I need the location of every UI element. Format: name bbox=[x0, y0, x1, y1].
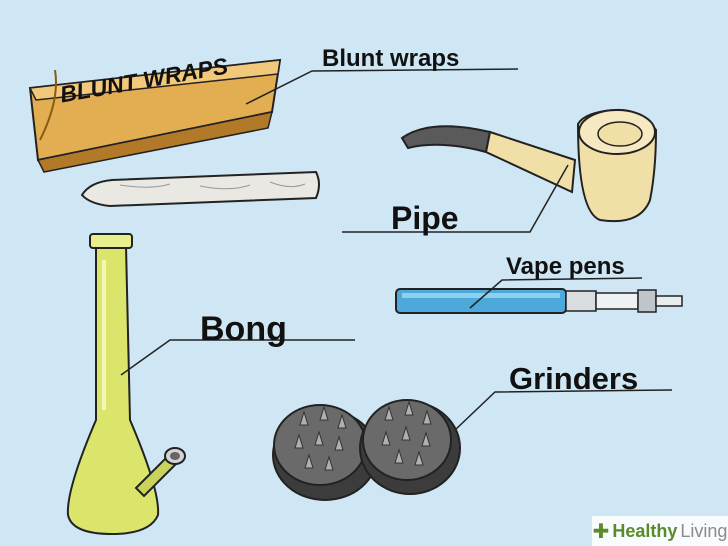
leader-line-grinders bbox=[454, 389, 673, 431]
pipe bbox=[400, 108, 658, 222]
bong bbox=[66, 233, 186, 536]
blunt-wraps-package bbox=[28, 58, 282, 173]
rolled-blunt bbox=[80, 170, 320, 208]
watermark: ✚ Healthy Living bbox=[592, 516, 728, 546]
leader-line-bong bbox=[120, 339, 355, 376]
leader-line-vape bbox=[469, 277, 643, 309]
watermark-brand-bold: Healthy bbox=[612, 520, 678, 541]
leader-line-pipe bbox=[342, 164, 569, 233]
vape-pen bbox=[395, 288, 683, 314]
leader-line-blunt bbox=[245, 68, 519, 105]
watermark-brand-light: Living bbox=[680, 520, 728, 541]
label-vape-pens: Vape pens bbox=[506, 253, 625, 280]
label-bong: Bong bbox=[200, 310, 287, 348]
label-grinders: Grinders bbox=[509, 361, 639, 396]
label-blunt-wraps: Blunt wraps bbox=[322, 45, 460, 72]
grinders bbox=[272, 399, 461, 501]
health-cross-icon: ✚ bbox=[592, 520, 610, 543]
label-pipe: Pipe bbox=[391, 200, 459, 236]
leader-lines bbox=[120, 68, 673, 431]
